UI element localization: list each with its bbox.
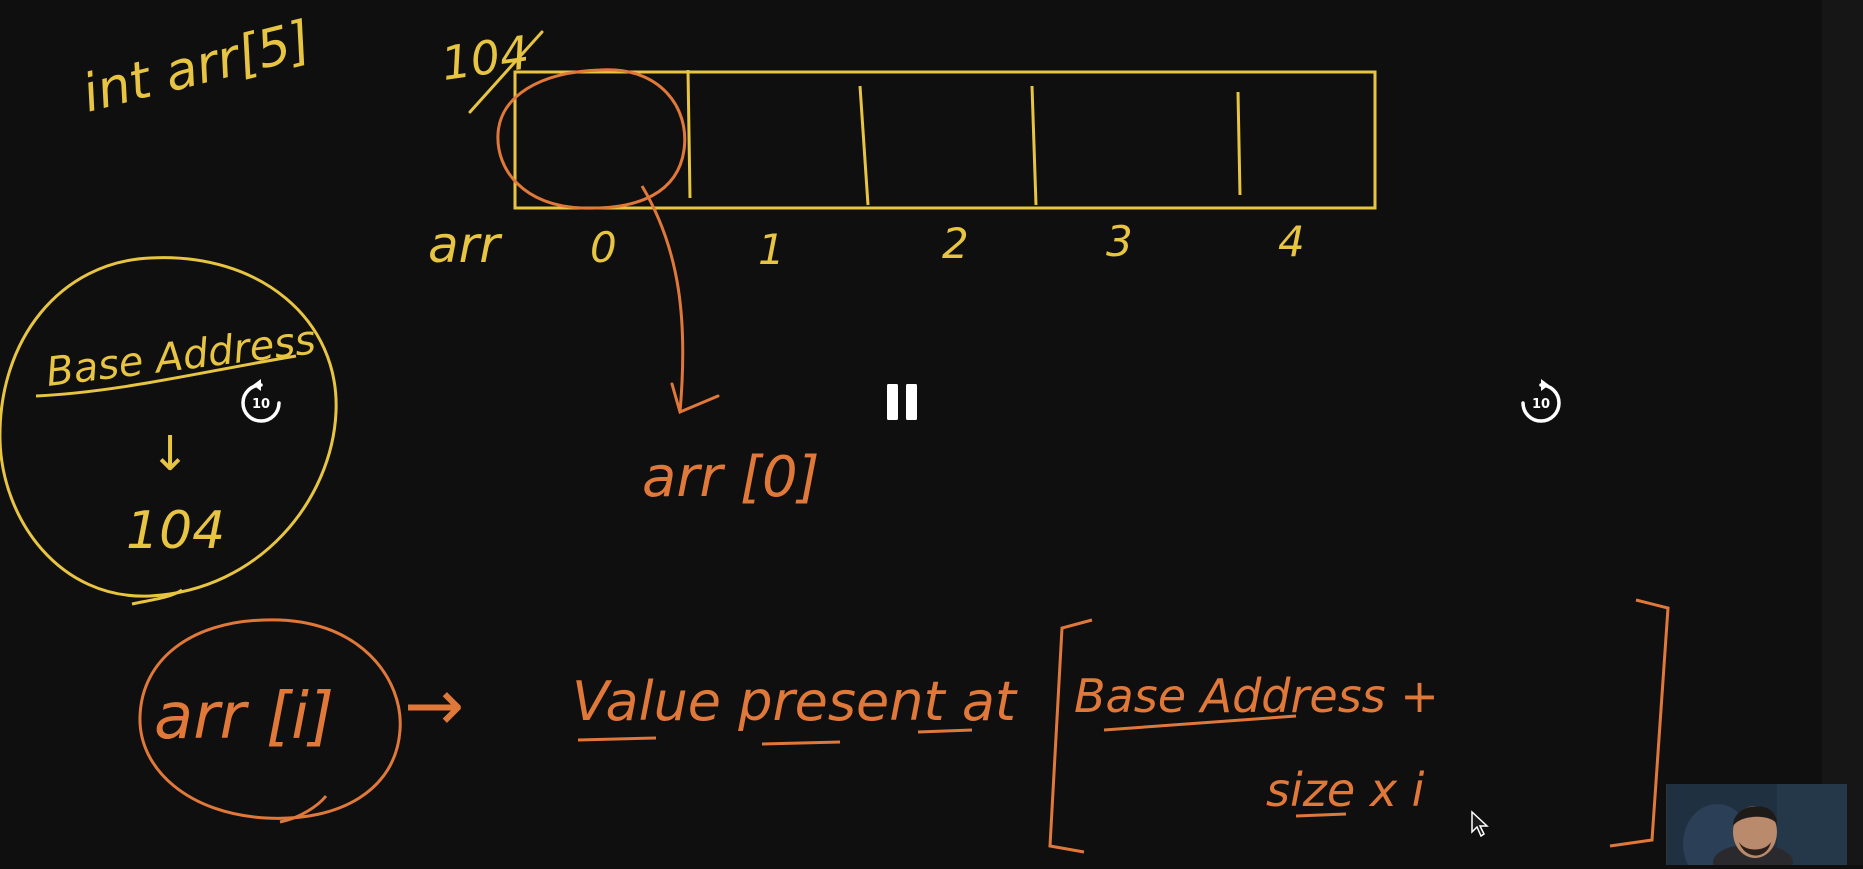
array-divider-3 [1030, 85, 1038, 206]
formula-arrow: → [404, 663, 464, 747]
formula-left-bracket [1048, 618, 1093, 854]
underline-base-address [1103, 714, 1297, 732]
array-divider-2 [858, 85, 870, 206]
underline-size [1295, 812, 1347, 818]
underline-at [917, 728, 973, 734]
base-address-underline [35, 354, 297, 398]
element-zero-circle [496, 68, 687, 210]
base-address-arrow: ↓ [150, 426, 190, 482]
base-address-circle [0, 256, 338, 598]
index-label-1: 1 [758, 225, 785, 274]
array-divider-1 [686, 69, 692, 199]
presenter-webcam [1666, 784, 1847, 865]
array-divider-4 [1236, 91, 1242, 196]
element-zero-arrowhead [670, 382, 720, 415]
array-box [513, 70, 1377, 210]
forward-seconds-label: 10 [1531, 397, 1551, 412]
presenter-image [1667, 784, 1847, 865]
rewind-seconds-label: 10 [251, 397, 271, 412]
index-label-2: 2 [942, 219, 969, 268]
formula-rhs-line1: Base Address + [1074, 669, 1439, 723]
underline-present [761, 740, 841, 746]
index-label-0: 0 [590, 223, 617, 272]
index-label-3: 3 [1106, 217, 1133, 266]
element-ref-text: arr [0] [642, 445, 820, 510]
underline-value [577, 736, 657, 742]
formula-rhs-line2: size x i [1266, 763, 1425, 817]
declaration-text: int arr[5] [77, 10, 317, 124]
formula-middle-text: Value present at [572, 670, 1018, 733]
array-name-label: arr [428, 216, 503, 274]
element-zero-arrow [640, 185, 685, 413]
formula-right-bracket [1609, 598, 1670, 848]
rewind-10-button[interactable]: 10 [236, 378, 286, 428]
formula-lhs-circle-tail [279, 795, 328, 824]
pause-button[interactable] [880, 378, 924, 428]
forward-10-button[interactable]: 10 [1516, 378, 1566, 428]
mouse-cursor-icon [1471, 810, 1489, 838]
pause-icon [887, 384, 917, 420]
index-label-4: 4 [1278, 217, 1305, 266]
formula-lhs-text: arr [i] [154, 680, 334, 754]
frame-edge-strip [1822, 0, 1863, 865]
base-address-circle-tail [131, 588, 183, 606]
address-slash [468, 30, 544, 114]
forward-10-icon [1521, 379, 1561, 423]
base-address-value: 104 [126, 501, 225, 561]
formula-lhs-circle [138, 618, 402, 820]
rewind-10-icon [241, 379, 281, 423]
